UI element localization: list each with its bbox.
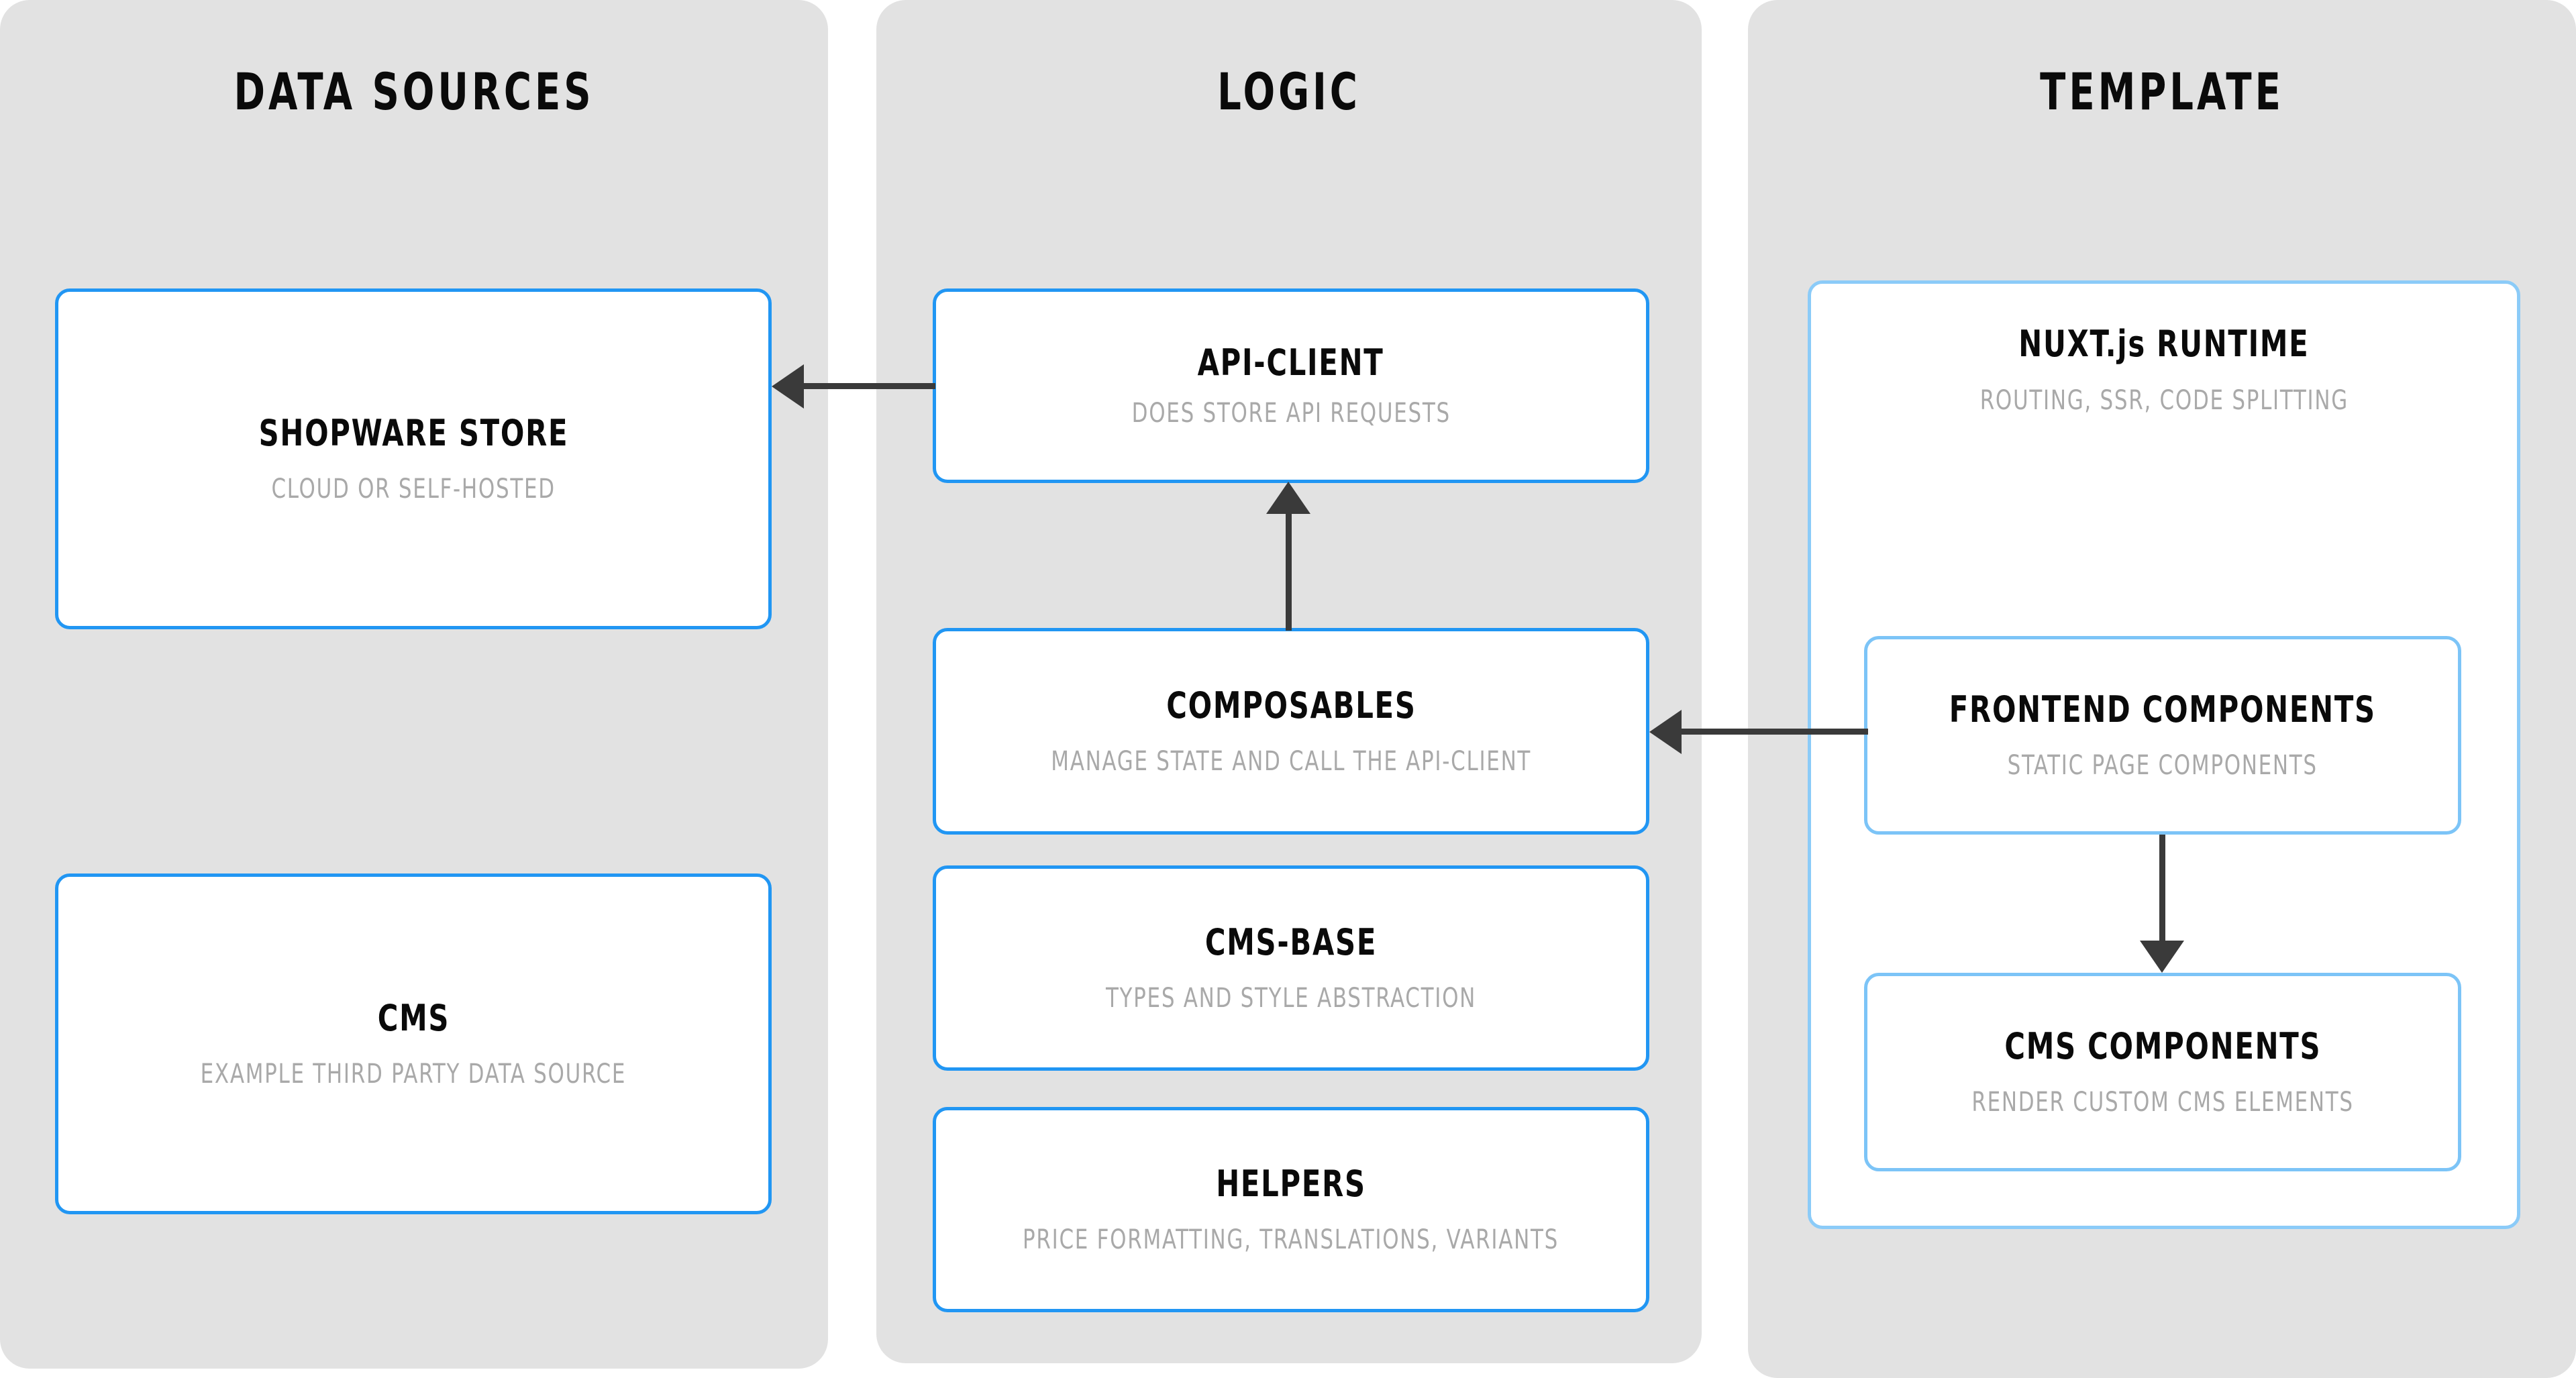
edge-line [1286, 514, 1292, 631]
node-composables[interactable]: COMPOSABLES MANAGE STATE AND CALL THE AP… [933, 628, 1649, 835]
node-subtitle-helpers: PRICE FORMATTING, TRANSLATIONS, VARIANTS [1023, 1224, 1559, 1256]
arrow-down-icon [2140, 941, 2184, 973]
node-title-shopware-store: SHOPWARE STORE [258, 411, 568, 454]
node-subtitle-cms-base: TYPES AND STYLE ABSTRACTION [1105, 983, 1477, 1014]
node-title-nuxt-runtime: NUXT.js RUNTIME [2018, 323, 2310, 365]
node-subtitle-cms: EXAMPLE THIRD PARTY DATA SOURCE [200, 1059, 627, 1090]
node-subtitle-shopware-store: CLOUD OR SELF-HOSTED [271, 474, 556, 505]
node-title-helpers: HELPERS [1216, 1162, 1366, 1205]
node-frontend-components[interactable]: FRONTEND COMPONENTS STATIC PAGE COMPONEN… [1864, 636, 2461, 835]
node-shopware-store[interactable]: SHOPWARE STORE CLOUD OR SELF-HOSTED [55, 288, 772, 629]
node-cms-base[interactable]: CMS-BASE TYPES AND STYLE ABSTRACTION [933, 865, 1649, 1071]
node-subtitle-cms-components: RENDER CUSTOM CMS ELEMENTS [1971, 1087, 2354, 1118]
arrow-left-icon [1649, 710, 1682, 754]
node-subtitle-nuxt-runtime: ROUTING, SSR, CODE SPLITTING [1979, 384, 2349, 416]
node-subtitle-composables: MANAGE STATE AND CALL THE API-CLIENT [1051, 746, 1531, 778]
edge-line [1682, 729, 1868, 735]
node-title-frontend-components: FRONTEND COMPONENTS [1949, 688, 2377, 731]
lane-title-data-sources: DATA SOURCES [234, 62, 595, 121]
edge-line [804, 383, 935, 389]
node-title-cms-base: CMS-BASE [1204, 920, 1378, 963]
node-cms-components[interactable]: CMS COMPONENTS RENDER CUSTOM CMS ELEMENT… [1864, 973, 2461, 1171]
node-title-cms-components: CMS COMPONENTS [2004, 1024, 2321, 1067]
node-title-api-client: API-CLIENT [1198, 341, 1384, 384]
edge-line [2159, 835, 2165, 943]
lane-title-template: TEMPLATE [2040, 62, 2284, 121]
node-title-cms: CMS [377, 996, 450, 1039]
node-helpers[interactable]: HELPERS PRICE FORMATTING, TRANSLATIONS, … [933, 1107, 1649, 1312]
node-api-client[interactable]: API-CLIENT DOES STORE API REQUESTS [933, 288, 1649, 483]
arrow-left-icon [772, 364, 804, 409]
arrow-up-icon [1266, 482, 1310, 514]
node-subtitle-frontend-components: STATIC PAGE COMPONENTS [2007, 750, 2318, 782]
lane-title-logic: LOGIC [1217, 62, 1361, 121]
node-subtitle-api-client: DOES STORE API REQUESTS [1131, 398, 1451, 429]
node-cms[interactable]: CMS EXAMPLE THIRD PARTY DATA SOURCE [55, 873, 772, 1214]
node-title-composables: COMPOSABLES [1166, 684, 1416, 727]
